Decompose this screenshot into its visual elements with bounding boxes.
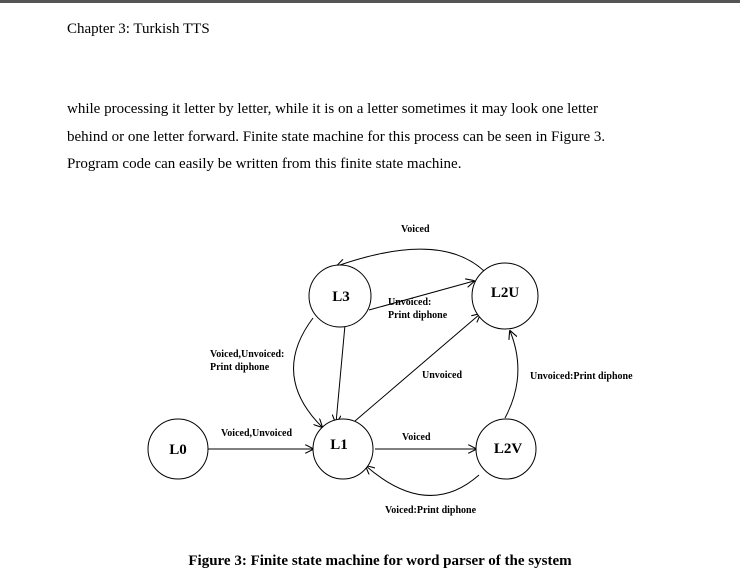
transition-label-unvoiced-print-right: Unvoiced:Print diphone xyxy=(530,371,633,382)
transition-label-voiced-unvoiced-print: Voiced,Unvoiced: xyxy=(210,349,284,360)
transition-label-unvoiced-print-2: Print diphone xyxy=(388,310,448,321)
body-line: behind or one letter forward. Finite sta… xyxy=(67,128,606,145)
state-l2v-label: L2V xyxy=(494,441,523,457)
transition-label-voiced-top: Voiced xyxy=(401,224,430,235)
transition-label-l0-l1: Voiced,Unvoiced xyxy=(221,428,292,439)
state-l3-label: L3 xyxy=(332,289,350,305)
transition-label-voiced-l1-l2v: Voiced xyxy=(402,432,431,443)
transition-label-unvoiced-mid: Unvoiced xyxy=(422,370,462,381)
edge-l2v-l2u xyxy=(504,331,519,419)
chapter-header: Chapter 3: Turkish TTS xyxy=(67,21,210,37)
state-l2u-label: L2U xyxy=(491,285,520,301)
figure-caption: Figure 3: Finite state machine for word … xyxy=(188,553,572,569)
state-l1-circle xyxy=(312,418,374,480)
edge-l2u-l3 xyxy=(337,248,485,272)
state-l0-circle xyxy=(147,418,209,480)
page-top-rule xyxy=(0,0,740,3)
state-l1-label: L1 xyxy=(330,437,348,453)
edge-l3-l2u xyxy=(368,281,474,311)
body-paragraph: while processing it letter by letter, wh… xyxy=(67,96,687,179)
state-l2v-circle xyxy=(475,418,537,480)
state-l0-label: L0 xyxy=(169,442,187,458)
transition-label-unvoiced-print: Unvoiced: xyxy=(388,297,431,308)
transition-label-voiced-unvoiced-print-2: Print diphone xyxy=(210,362,270,373)
edge-l3-l1-curve xyxy=(293,317,322,427)
edge-l1-l2u xyxy=(354,314,480,422)
body-line: while processing it letter by letter, wh… xyxy=(67,101,598,117)
body-line: Program code can easily be written from … xyxy=(67,156,462,172)
transition-label-voiced-print-bottom: Voiced:Print diphone xyxy=(385,505,477,516)
state-l2u-circle xyxy=(471,262,539,330)
state-l3-circle xyxy=(308,264,372,328)
edge-l2v-l1 xyxy=(366,466,480,496)
edge-l3-l1 xyxy=(336,324,346,423)
